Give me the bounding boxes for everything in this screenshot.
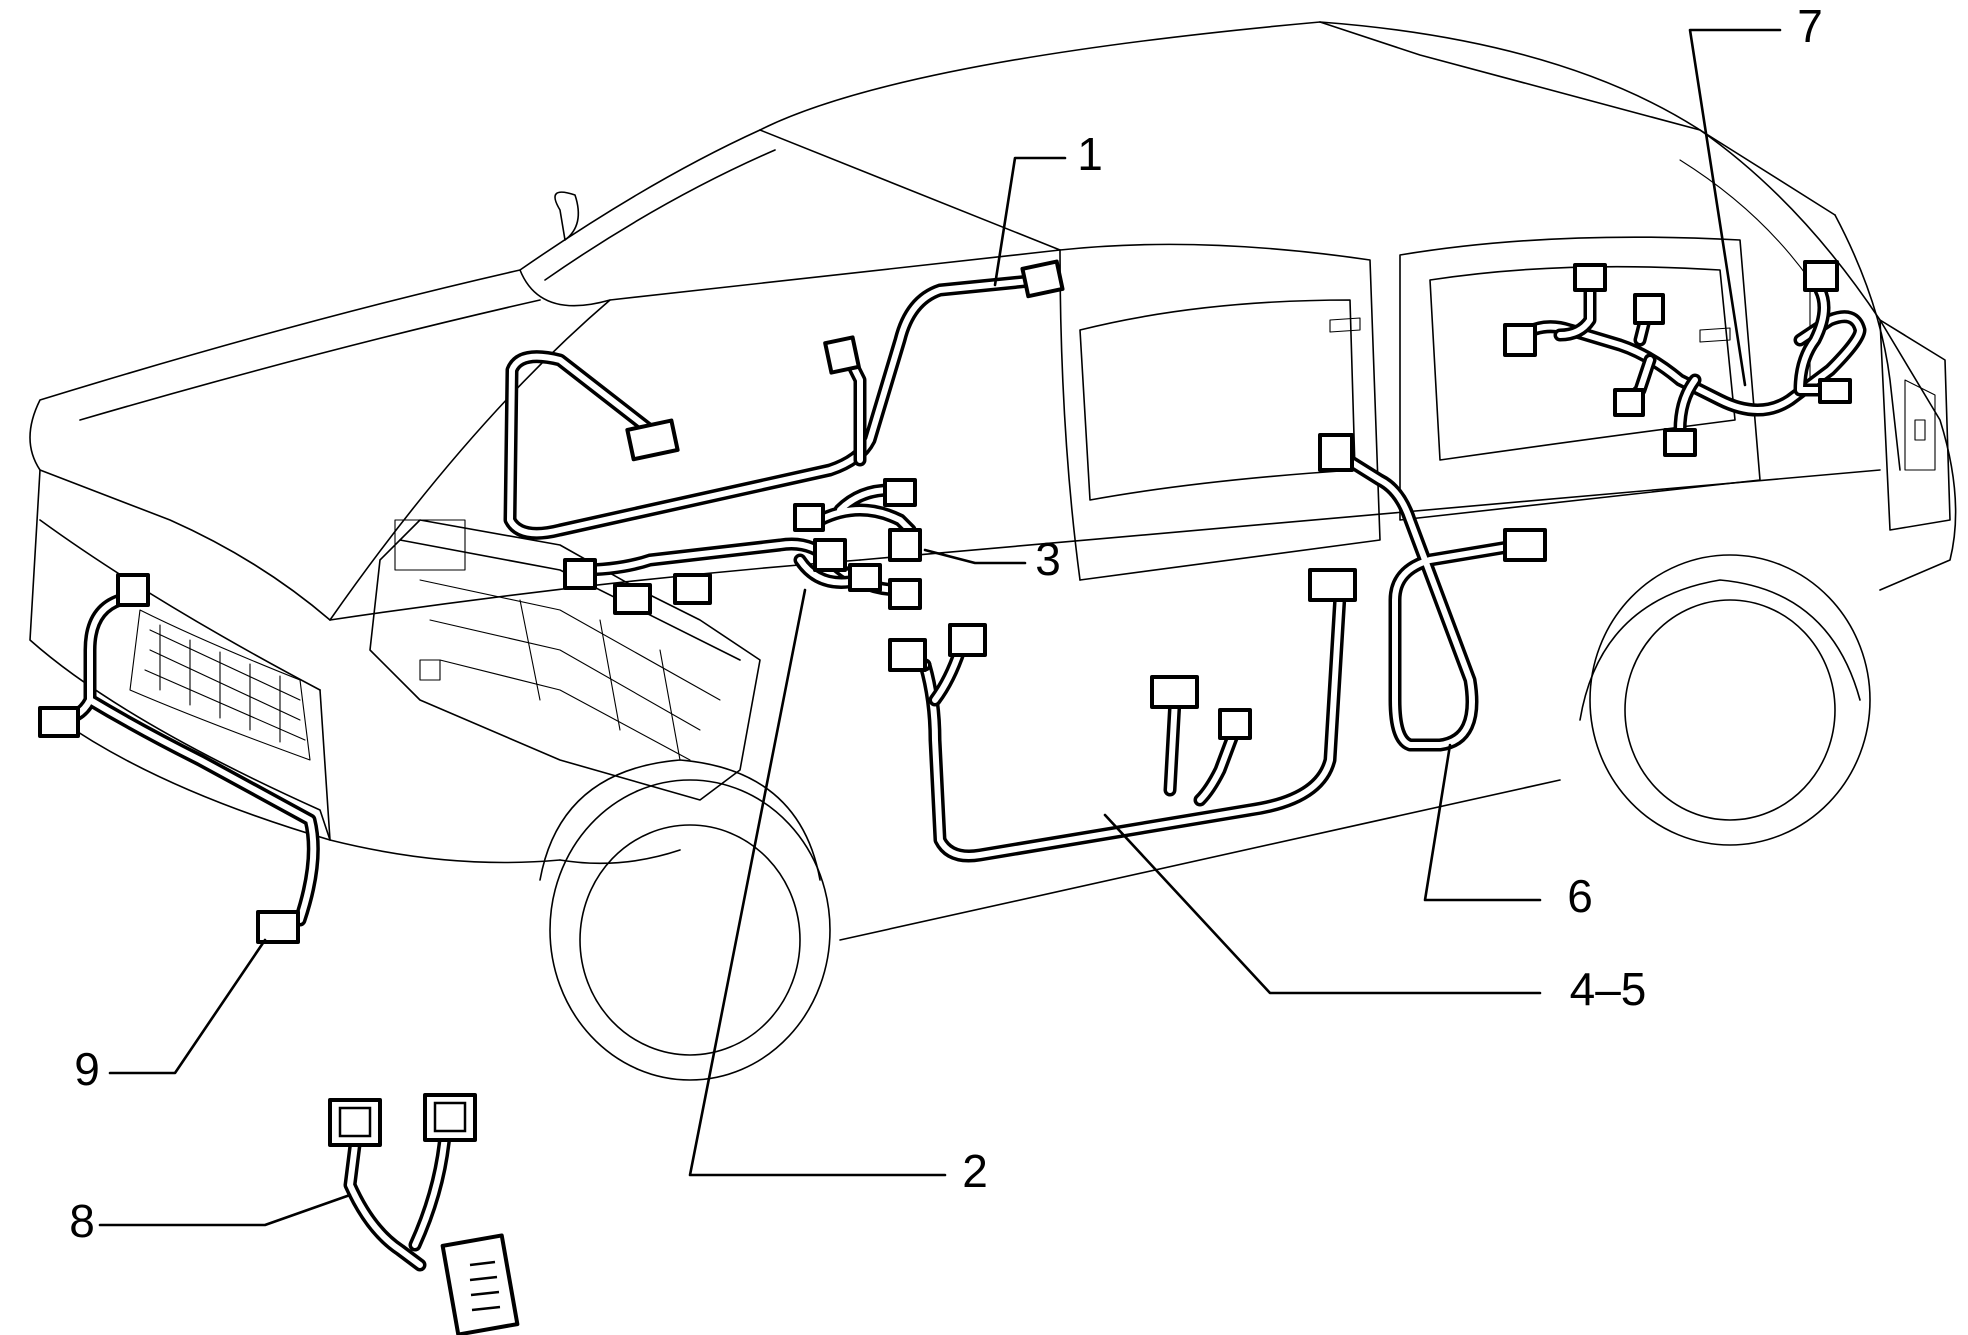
callout-label-2: 2 — [962, 1145, 988, 1197]
harness-4-5-connectors — [888, 568, 1357, 740]
harness-6 — [1333, 448, 1527, 752]
leader-2 — [688, 588, 947, 1177]
harness-7 — [1508, 278, 1867, 437]
leader-9 — [108, 938, 267, 1075]
leader-1 — [993, 156, 1067, 287]
harness-8-connectors — [328, 1093, 520, 1335]
engine-heater-unit — [369, 519, 761, 801]
harness-6-connectors — [1318, 433, 1547, 562]
leader-4-5 — [1103, 813, 1542, 995]
leader-lines — [98, 28, 1782, 1227]
car-body-outline — [29, 21, 1957, 941]
leader-8 — [98, 1193, 352, 1227]
leader-6 — [1423, 743, 1542, 902]
harness-7-connectors — [1503, 260, 1852, 457]
front-wheel — [539, 759, 831, 1081]
harness-3-connectors — [563, 478, 922, 615]
harness-8 — [343, 1128, 452, 1272]
harness-1-connectors — [625, 259, 1065, 462]
callout-label-3: 3 — [1035, 533, 1061, 585]
callout-label-9: 9 — [74, 1043, 100, 1095]
callout-label-6: 6 — [1567, 870, 1593, 922]
callout-label-4-5: 4–5 — [1570, 963, 1647, 1015]
callout-label-8: 8 — [69, 1195, 95, 1247]
rear-wheel — [1579, 554, 1871, 846]
leader-7 — [1688, 28, 1782, 387]
harness-9-connectors — [38, 573, 300, 944]
leader-3 — [923, 548, 1027, 565]
callout-label-7: 7 — [1797, 0, 1823, 52]
callout-label-1: 1 — [1077, 128, 1103, 180]
harness-9 — [48, 583, 320, 927]
